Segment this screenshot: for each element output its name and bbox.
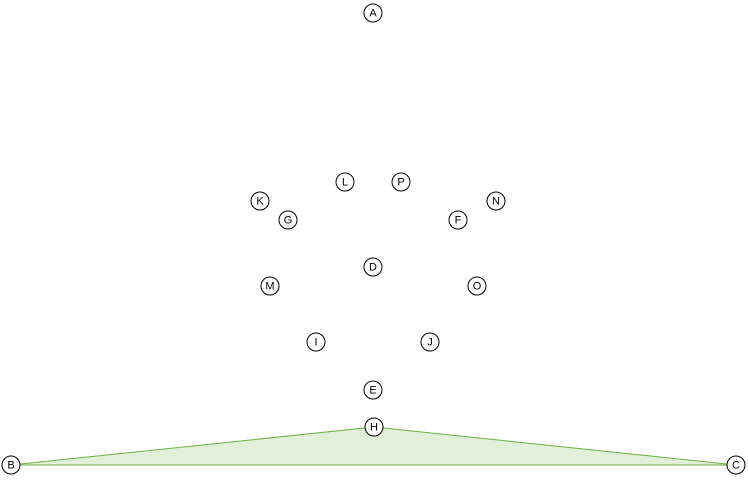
node-l: L [335, 172, 355, 192]
node-label: K [256, 196, 264, 208]
node-label: G [284, 215, 293, 227]
node-e: E [363, 380, 383, 400]
node-circle [335, 172, 355, 192]
node-label: N [492, 196, 500, 208]
node-a: A [363, 3, 383, 23]
node-label: O [473, 281, 482, 293]
node-circle [726, 455, 746, 475]
node-circle [486, 191, 506, 211]
node-circle [363, 3, 383, 23]
node-f: F [448, 210, 468, 230]
node-m: M [260, 276, 280, 296]
node-label: J [427, 337, 433, 349]
node-label: F [455, 215, 462, 227]
node-i: I [306, 332, 326, 352]
node-g: G [278, 210, 298, 230]
node-circle [250, 191, 270, 211]
node-label: C [732, 460, 740, 472]
node-o: O [467, 276, 487, 296]
node-label: H [370, 422, 378, 434]
node-circle [448, 210, 468, 230]
node-circle [278, 210, 298, 230]
node-label: M [265, 281, 274, 293]
node-circle [391, 172, 411, 192]
node-circle [364, 417, 384, 437]
node-p: P [391, 172, 411, 192]
node-n: N [486, 191, 506, 211]
node-b: B [1, 455, 21, 475]
node-circle [306, 332, 326, 352]
node-circle [363, 380, 383, 400]
node-label: P [397, 177, 404, 189]
node-circle [467, 276, 487, 296]
node-j: J [420, 332, 440, 352]
node-circle [420, 332, 440, 352]
node-label: I [314, 337, 317, 349]
node-circle [363, 257, 383, 277]
node-circle [260, 276, 280, 296]
node-label: E [369, 385, 376, 397]
triangle-bhc [10, 426, 737, 466]
node-circle [1, 455, 21, 475]
node-h: H [364, 417, 384, 437]
node-label: D [369, 262, 377, 274]
node-k: K [250, 191, 270, 211]
nodes-layer: A L P K N G F D M O I J E H B C [1, 3, 746, 475]
node-d: D [363, 257, 383, 277]
node-c: C [726, 455, 746, 475]
node-label: L [342, 177, 348, 189]
node-label: B [7, 460, 14, 472]
node-label: A [369, 8, 377, 20]
